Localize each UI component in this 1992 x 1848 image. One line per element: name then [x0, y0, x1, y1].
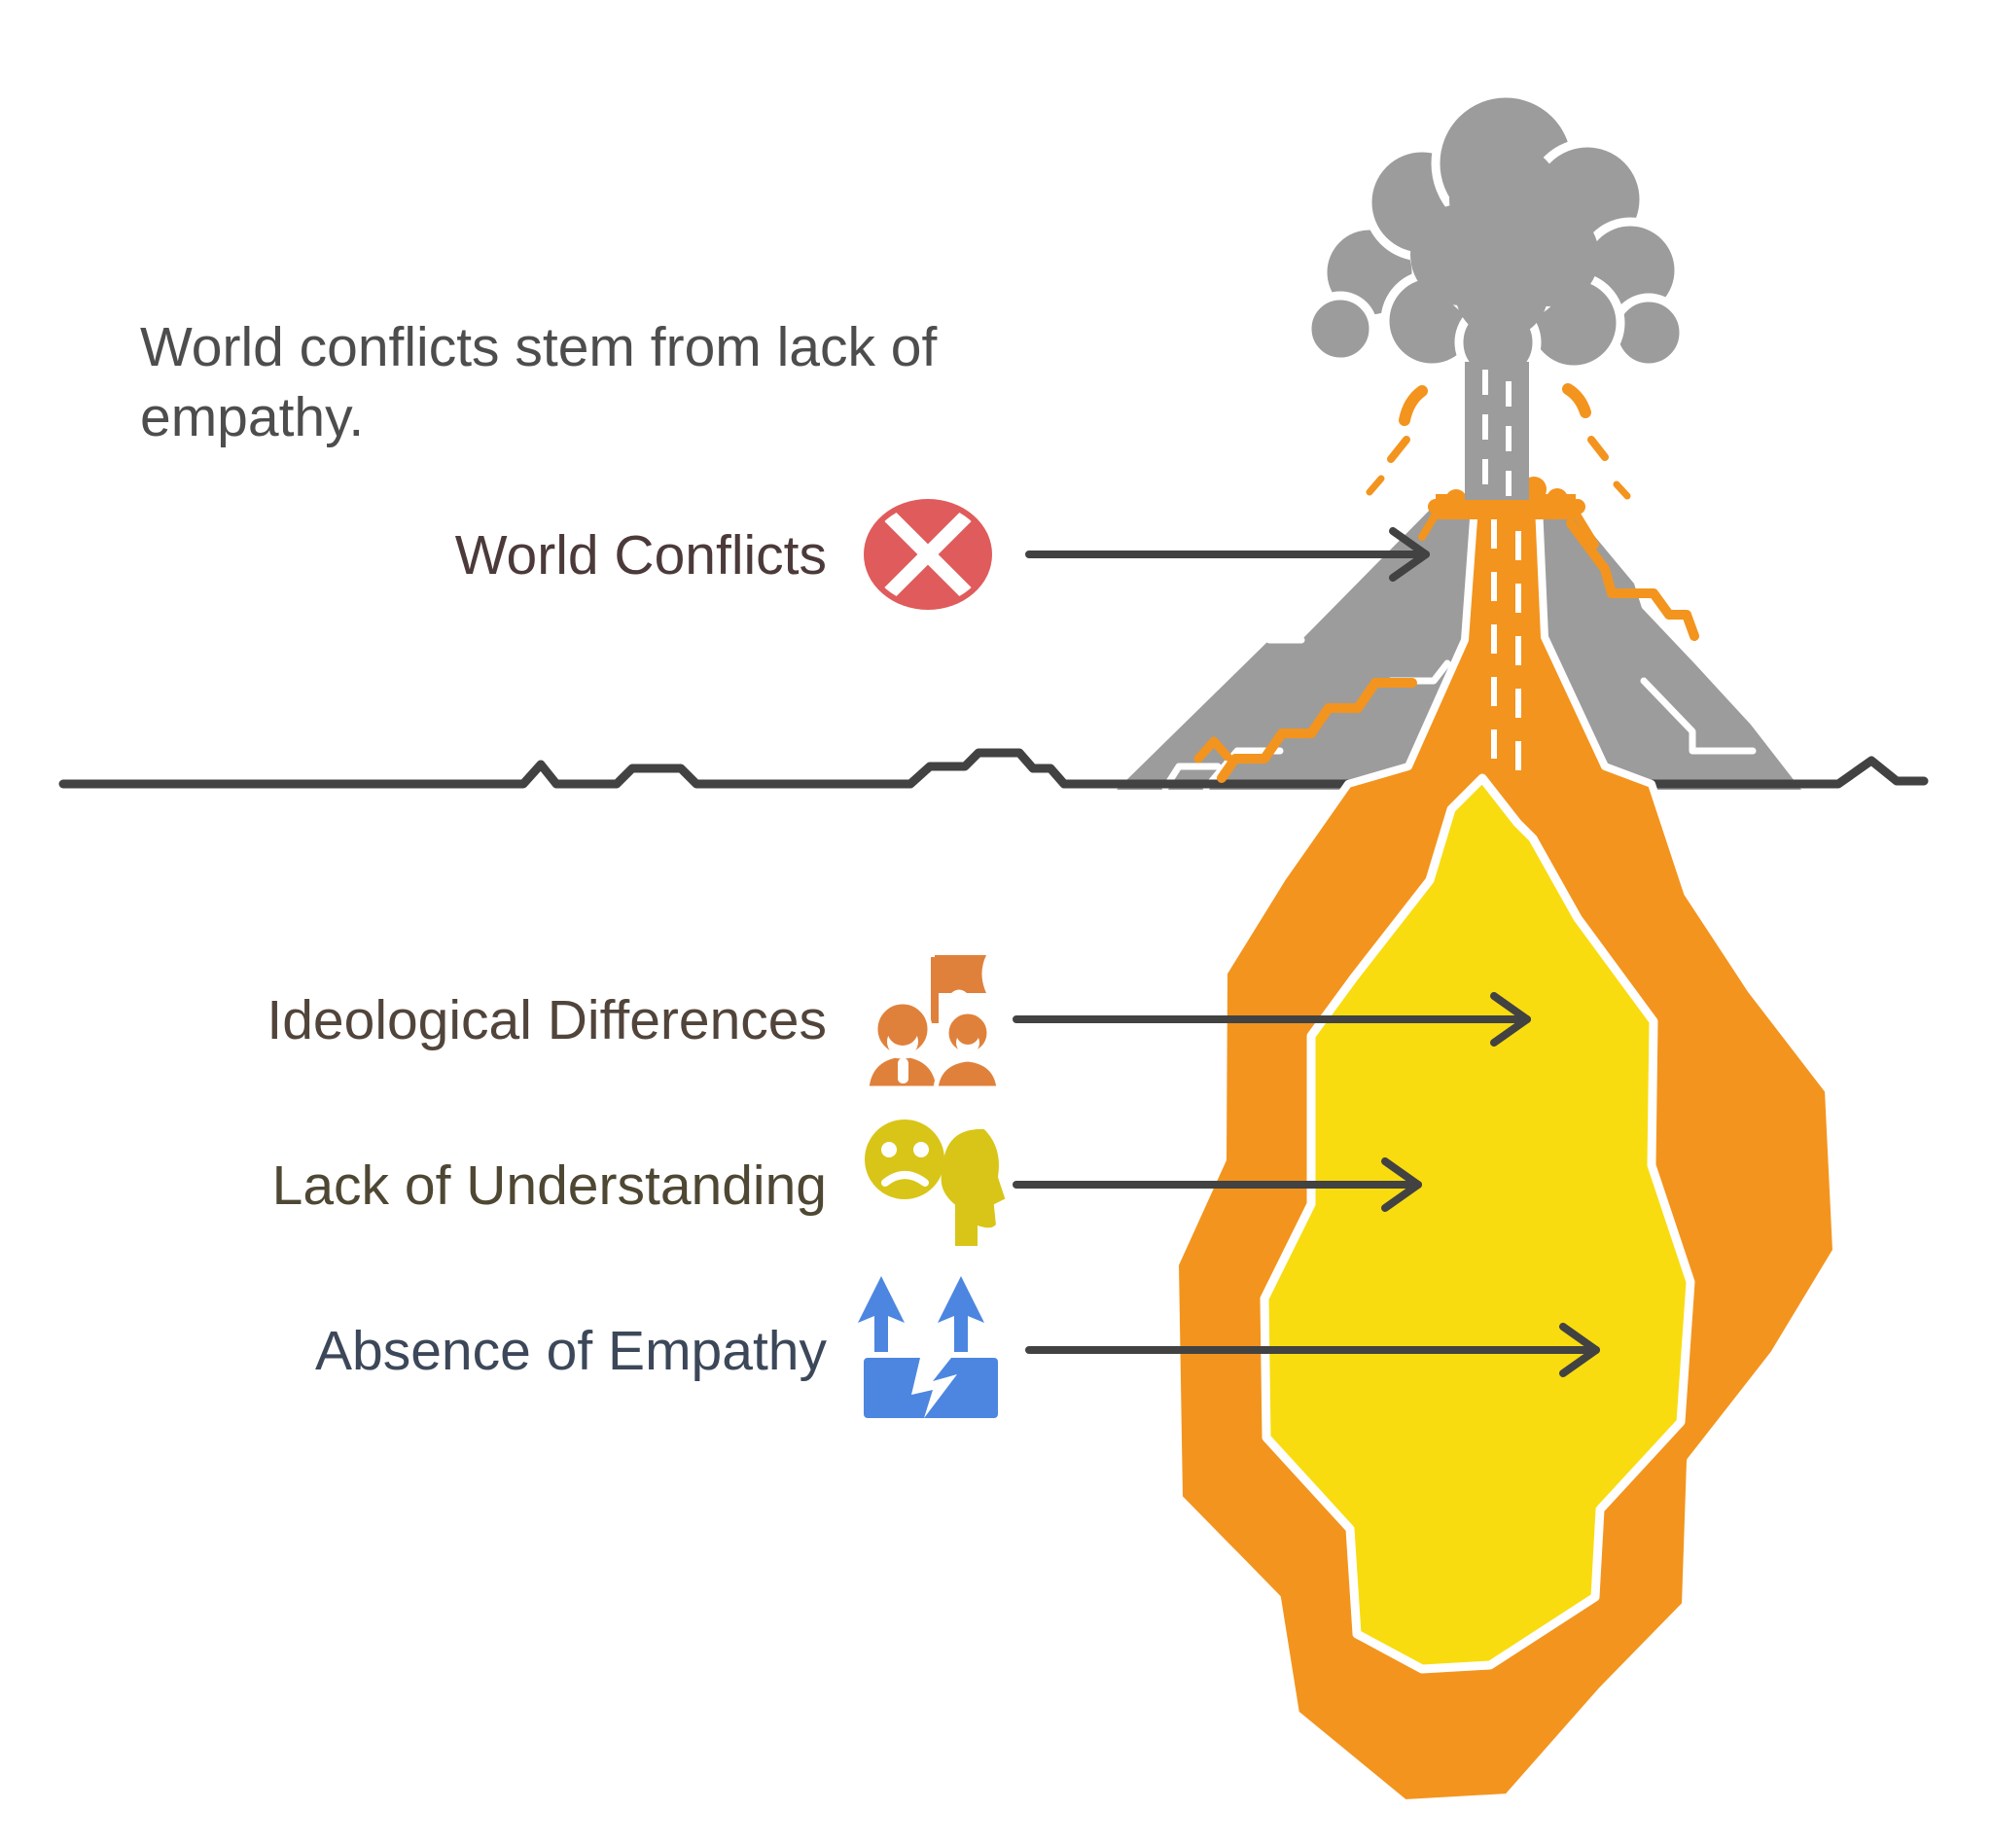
magma-core: [1260, 773, 1695, 1674]
label-absence-of-empathy: Absence of Empathy: [315, 1320, 827, 1382]
sad-head-icon: [865, 1119, 1013, 1252]
headline: World conflicts stem from lack of empath…: [140, 316, 937, 448]
people-flag-icon: [864, 955, 1002, 1091]
headline-line2: empathy.: [140, 386, 364, 448]
arrow-ideological-differences: [1013, 992, 1531, 1047]
connector-arrows: [1013, 527, 1600, 1377]
ground-line: [58, 748, 1929, 789]
lava-splashes: [1366, 383, 1631, 500]
arrow-absence-of-empathy: [1025, 1323, 1600, 1377]
arrow-world-conflicts: [1025, 527, 1430, 582]
label-ideological-differences: Ideological Differences: [267, 989, 827, 1051]
fault-line: [1640, 677, 1757, 755]
conduit-dashes: [1491, 519, 1521, 776]
label-lack-of-understanding: Lack of Understanding: [272, 1155, 827, 1217]
arrow-lack-of-understanding: [1013, 1157, 1422, 1212]
smoke-cloud: [1302, 89, 1689, 386]
eruption-column: [1465, 362, 1529, 500]
headline-line1: World conflicts stem from lack of: [140, 316, 937, 378]
cracked-ground-icon: [858, 1276, 998, 1418]
lava-flows: [1193, 504, 1699, 783]
prohibition-icon: [864, 499, 992, 610]
label-world-conflicts: World Conflicts: [455, 524, 827, 586]
